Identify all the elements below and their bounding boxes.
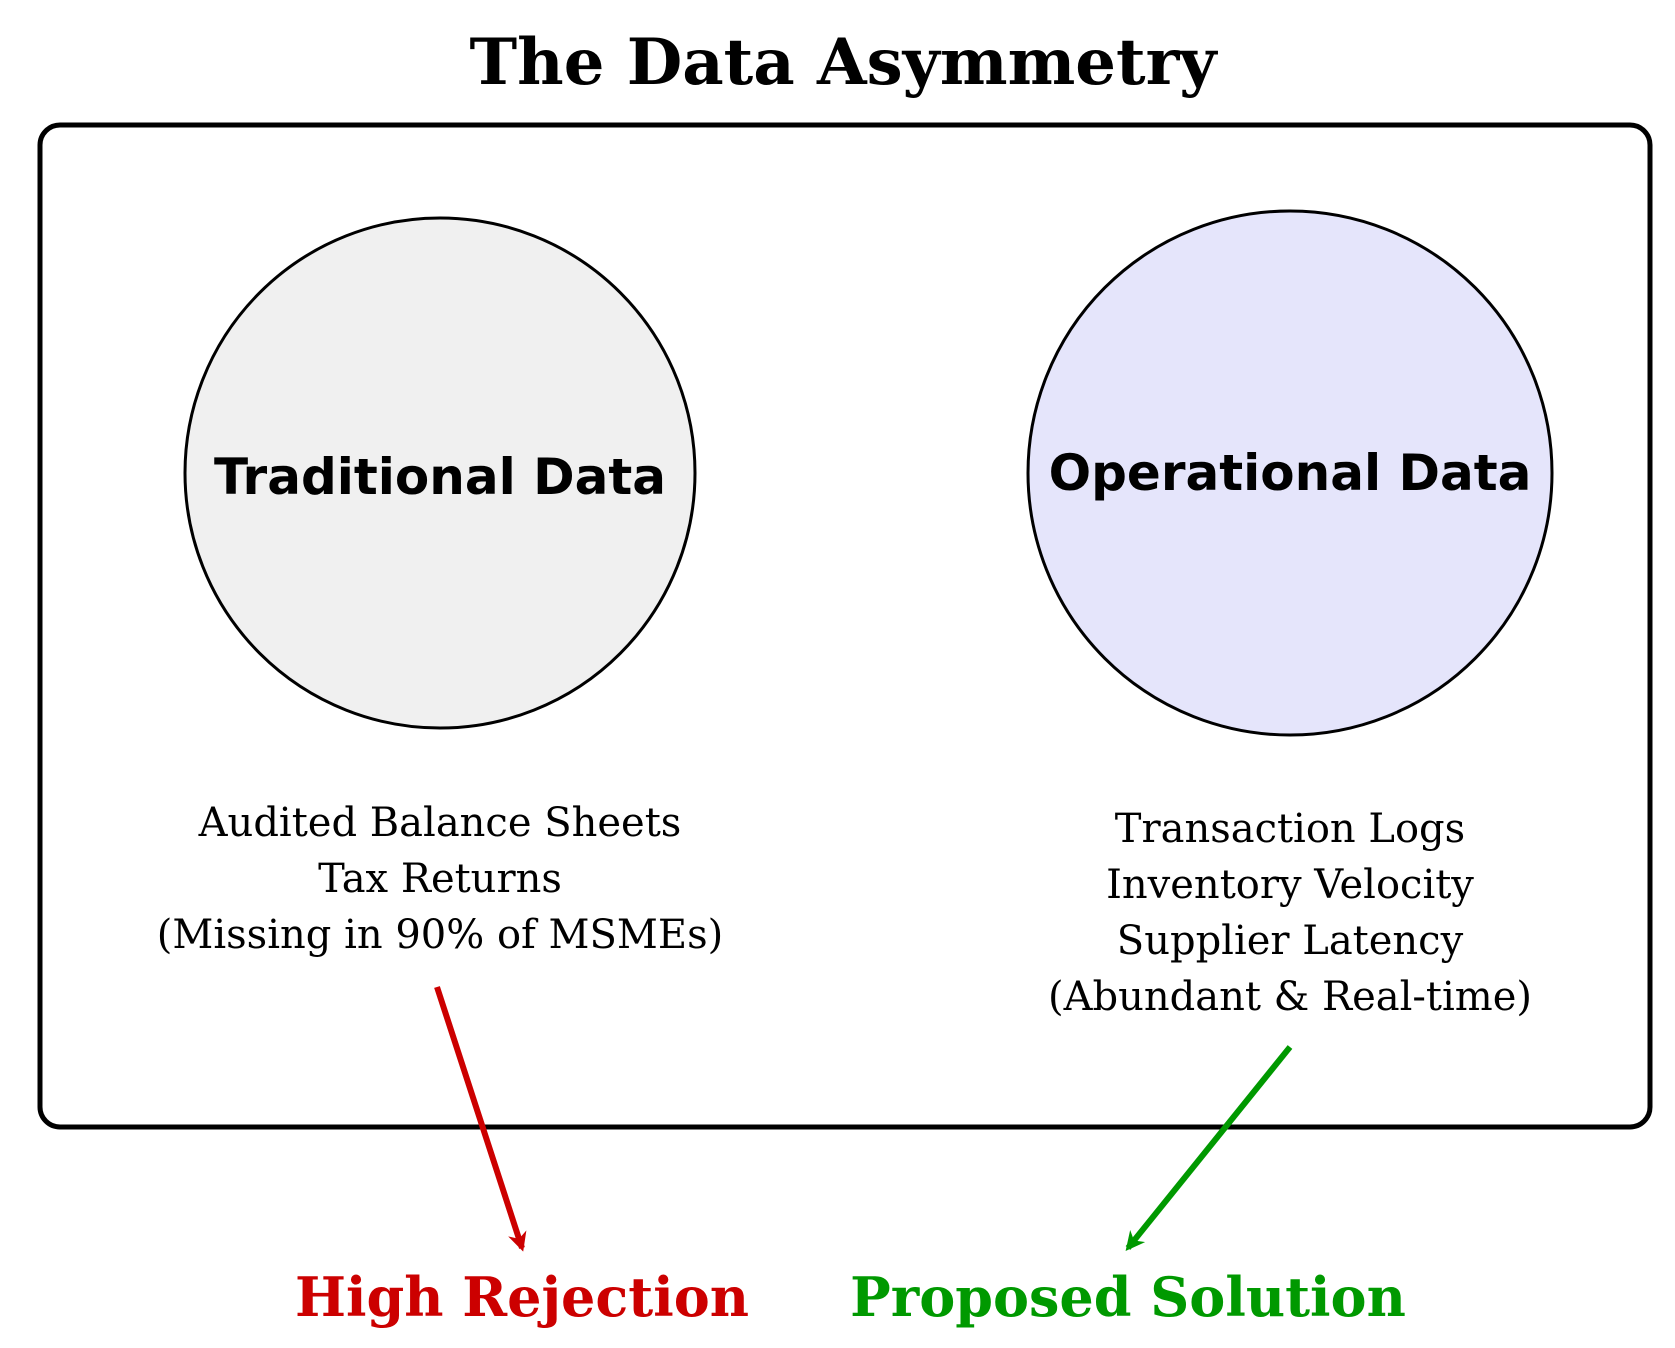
operational-detail-line: Transaction Logs	[1115, 806, 1465, 852]
operational-detail-line: Inventory Velocity	[1106, 862, 1474, 908]
arrow-to-solution	[1125, 1045, 1293, 1251]
arrow-to-rejection	[434, 986, 527, 1252]
traditional-detail-line: Tax Returns	[318, 856, 562, 902]
proposed-solution-label: Proposed Solution	[850, 1265, 1406, 1329]
operational-detail-line: Supplier Latency	[1117, 918, 1464, 964]
high-rejection-label: High Rejection	[295, 1265, 749, 1329]
operational-data-label: Operational Data	[1049, 444, 1532, 502]
diagram-title: The Data Asymmetry	[470, 25, 1219, 100]
outer-frame	[37, 122, 1653, 1130]
operational-detail-line: (Abundant & Real-time)	[1048, 974, 1532, 1020]
operational-data-circle	[1026, 209, 1554, 737]
traditional-detail-line: (Missing in 90% of MSMEs)	[157, 912, 723, 958]
traditional-detail-line: Audited Balance Sheets	[198, 800, 682, 846]
traditional-data-label: Traditional Data	[214, 448, 666, 506]
traditional-data-circle	[183, 216, 697, 730]
